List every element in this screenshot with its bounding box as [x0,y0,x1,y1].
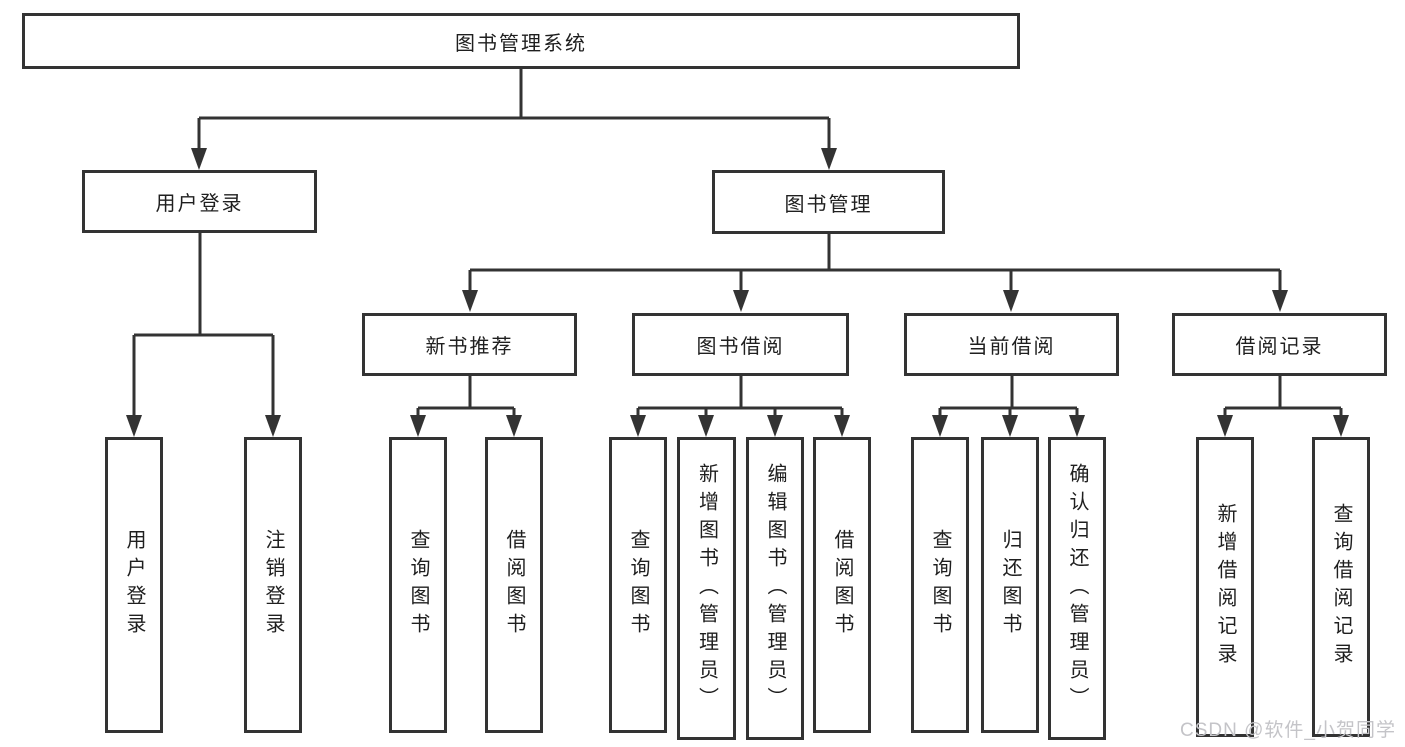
leaf-label: 查询图书 [627,529,649,641]
node-label: 新书推荐 [425,336,514,358]
leaf-return-book: 归还图书 [981,437,1039,733]
node-new-book-recommend: 新书推荐 [362,313,577,376]
watermark: CSDN @软件_小贺同学 [1180,720,1396,741]
leaf-query-books-current: 查询图书 [911,437,969,733]
leaf-logout: 注销登录 [244,437,302,733]
node-label: 借阅记录 [1235,336,1324,358]
leaf-label: 用户登录 [123,529,145,641]
leaf-label: 注销登录 [262,529,284,641]
leaf-label: 新增图书（管理员） [695,462,718,715]
node-label: 当前借阅 [967,336,1056,358]
leaf-label: 新增借阅记录 [1214,503,1236,671]
node-label: 图书管理 [784,193,873,216]
leaf-label: 编辑图书（管理员） [764,462,786,715]
node-borrowing-records: 借阅记录 [1172,313,1387,376]
leaf-label: 查询图书 [929,529,951,641]
node-label: 图书管理系统 [455,32,587,55]
connector-records-to-leaves [1217,376,1349,437]
connector-newbook-to-leaves [410,376,522,437]
connector-current-to-leaves [932,376,1085,437]
node-book-management: 图书管理 [712,170,945,234]
leaf-confirm-return-admin: 确认归还（管理员） [1048,437,1106,740]
leaf-label: 借阅图书 [831,529,853,641]
node-book-borrowing: 图书借阅 [632,313,849,376]
leaf-query-borrow-record: 查询借阅记录 [1312,437,1370,737]
connector-root-to-level2 [191,69,837,170]
connector-userlogin-to-leaves [126,233,281,437]
connector-bookmgmt-to-level3 [462,234,1288,312]
leaf-add-borrow-record: 新增借阅记录 [1196,437,1254,737]
node-label: 用户登录 [155,193,244,215]
leaf-borrow-books-newbook: 借阅图书 [485,437,543,733]
node-current-borrowing: 当前借阅 [904,313,1119,376]
node-label: 图书借阅 [696,336,785,358]
leaf-edit-book-admin: 编辑图书（管理员） [746,437,804,740]
leaf-query-books-borrow: 查询图书 [609,437,667,733]
leaf-label: 借阅图书 [503,529,525,641]
connector-borrow-to-leaves [630,376,850,437]
leaf-label: 查询借阅记录 [1330,503,1352,671]
leaf-add-book-admin: 新增图书（管理员） [677,437,736,740]
node-system-root: 图书管理系统 [22,13,1020,69]
leaf-label: 确认归还（管理员） [1066,462,1088,715]
leaf-borrow-book: 借阅图书 [813,437,871,733]
leaf-label: 归还图书 [999,529,1021,641]
leaf-label: 查询图书 [407,529,429,641]
leaf-user-login: 用户登录 [105,437,163,733]
node-user-login: 用户登录 [82,170,317,233]
leaf-query-books-newbook: 查询图书 [389,437,447,733]
